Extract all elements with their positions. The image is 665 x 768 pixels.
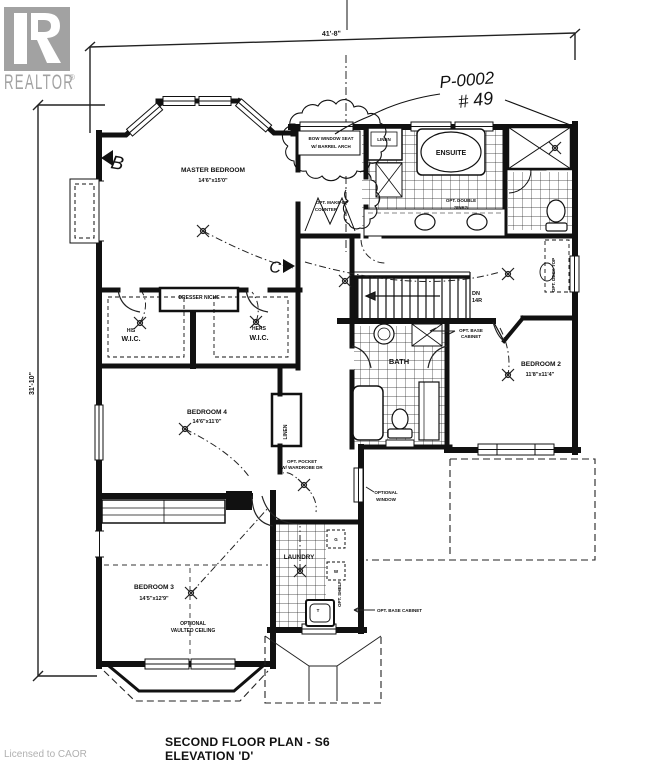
svg-text:P-0002: P-0002 <box>439 68 496 92</box>
svg-text:ENSUITE: ENSUITE <box>436 150 467 157</box>
svg-text:SECOND FLOOR PLAN - S6: SECOND FLOOR PLAN - S6 <box>165 735 330 749</box>
svg-text:LINEN: LINEN <box>283 424 289 439</box>
svg-text:ELEVATION 'D': ELEVATION 'D' <box>165 749 254 763</box>
svg-text:C: C <box>269 259 282 277</box>
svg-text:DRESSER NICHE: DRESSER NICHE <box>178 295 220 301</box>
svg-text:OPT. DOUBLE: OPT. DOUBLE <box>446 198 476 203</box>
svg-text:B: B <box>109 152 125 175</box>
svg-text:W.I.C.: W.I.C. <box>121 336 140 343</box>
svg-text:CABINET: CABINET <box>461 334 481 339</box>
svg-text:OPTIONAL: OPTIONAL <box>374 490 398 495</box>
svg-text:DN: DN <box>472 291 480 297</box>
svg-text:BEDROOM 4: BEDROOM 4 <box>187 409 227 416</box>
svg-text:W/ BARREL ARCH: W/ BARREL ARCH <box>311 144 351 149</box>
svg-text:OPT. BASE CABINET: OPT. BASE CABINET <box>377 608 422 613</box>
svg-text:VAULTED CEILING: VAULTED CEILING <box>171 628 216 634</box>
svg-text:MASTER BEDROOM: MASTER BEDROOM <box>181 167 246 174</box>
svg-text:BEDROOM 2: BEDROOM 2 <box>521 361 561 368</box>
svg-text:14'5"x12'9": 14'5"x12'9" <box>139 596 169 602</box>
svg-text:14'6"x15'0": 14'6"x15'0" <box>198 178 228 184</box>
svg-text:LINEN: LINEN <box>377 137 391 142</box>
svg-text:COUNTER: COUNTER <box>315 207 338 212</box>
svg-text:REALTOR: REALTOR <box>4 70 74 94</box>
svg-text:14'6"x11'0": 14'6"x11'0" <box>193 419 222 425</box>
svg-text:31'-10": 31'-10" <box>29 372 36 395</box>
svg-text:OPT. POCKET: OPT. POCKET <box>287 459 317 464</box>
svg-text:OPT. SHELF: OPT. SHELF <box>337 581 342 607</box>
svg-text:OPT. MAKE-UP: OPT. MAKE-UP <box>316 200 348 205</box>
svg-text:OPTIONAL: OPTIONAL <box>180 621 206 627</box>
svg-text:14R: 14R <box>472 298 482 304</box>
svg-text:OPT. BASE: OPT. BASE <box>459 328 483 333</box>
svg-text:HERS: HERS <box>252 326 267 332</box>
svg-text:41'-8": 41'-8" <box>322 31 341 38</box>
svg-text:W/ WARDROBE DR: W/ WARDROBE DR <box>281 465 323 470</box>
svg-text:BEDROOM 3: BEDROOM 3 <box>134 584 174 591</box>
svg-text:T: T <box>317 608 320 613</box>
svg-text:OPT. DESK TOP: OPT. DESK TOP <box>551 258 556 292</box>
svg-text:W.I.C.: W.I.C. <box>249 335 268 342</box>
svg-text:W: W <box>334 569 339 574</box>
svg-text:11'8"x11'4": 11'8"x11'4" <box>526 372 555 378</box>
svg-text:®: ® <box>69 73 75 82</box>
svg-text:# 49: # 49 <box>457 88 494 112</box>
svg-text:BOW WINDOW SEAT: BOW WINDOW SEAT <box>309 136 354 141</box>
svg-text:LAUNDRY: LAUNDRY <box>284 554 315 561</box>
svg-text:WINDOW: WINDOW <box>376 497 396 502</box>
svg-text:Licensed to CAOR: Licensed to CAOR <box>4 749 87 760</box>
svg-text:SINKS: SINKS <box>454 205 468 210</box>
svg-text:G: G <box>334 537 338 542</box>
svg-text:HIS: HIS <box>127 328 136 334</box>
svg-text:BATH: BATH <box>389 357 409 366</box>
